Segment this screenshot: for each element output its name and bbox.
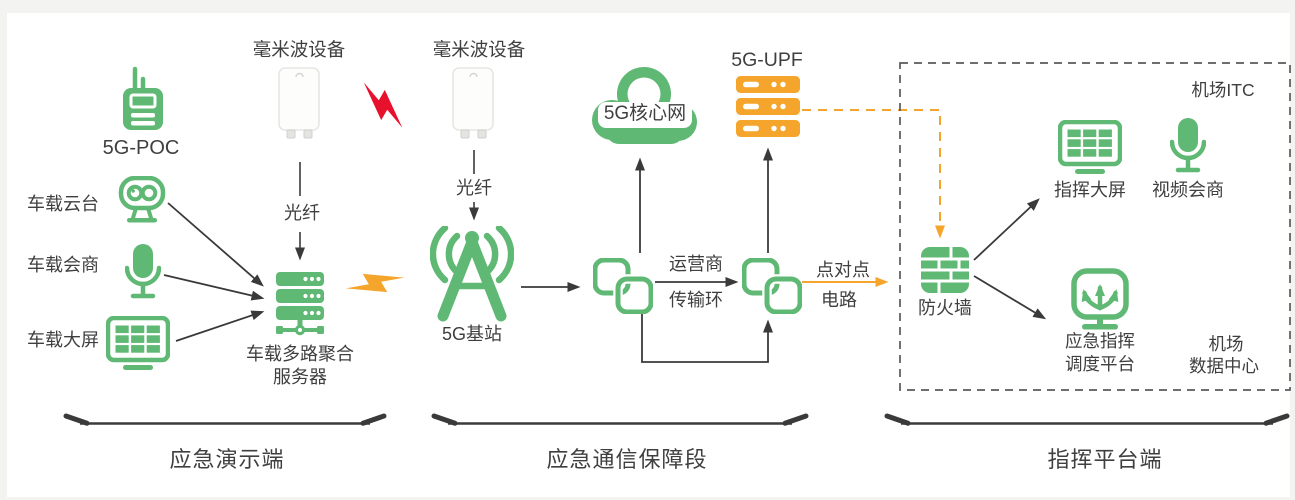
mmwave1-label: 毫米波设备 bbox=[252, 39, 346, 60]
ring-node-icon-1 bbox=[592, 257, 656, 317]
bts-antenna-icon bbox=[429, 224, 515, 322]
conf-label: 车载会商 bbox=[27, 255, 99, 275]
p2p-label-line2: 电路 bbox=[821, 290, 857, 310]
fiber2-label: 光纤 bbox=[456, 178, 492, 198]
arrow-firewall-to-dispatch bbox=[973, 275, 1047, 320]
mmwave2-label: 毫米波设备 bbox=[432, 39, 526, 60]
bigscreen-label: 车载大屏 bbox=[27, 330, 99, 350]
command-screen-icon bbox=[1057, 119, 1123, 176]
wireless-bolt-red bbox=[363, 82, 403, 128]
ring-return-loop bbox=[641, 314, 773, 363]
arrows-vehicle-to-server bbox=[163, 202, 265, 342]
carrier-label-line2: 传输环 bbox=[669, 290, 723, 310]
datacenter-label-line2: 数据中心 bbox=[1189, 356, 1259, 376]
arrow-firewall-to-screen bbox=[973, 198, 1040, 261]
bts-label: 5G基站 bbox=[441, 324, 503, 344]
video-conf-mic-icon bbox=[1169, 116, 1207, 176]
upf-server-icon bbox=[736, 76, 800, 138]
mmwave-unit-icon-1 bbox=[276, 66, 324, 142]
section-bracket-demo bbox=[63, 413, 387, 426]
ring-node-icon-2 bbox=[741, 257, 805, 317]
poc-label: 5G-POC bbox=[102, 137, 180, 159]
ptz-camera-icon bbox=[118, 175, 166, 224]
dashed-upf-to-firewall bbox=[802, 109, 945, 239]
section-command-label: 指挥平台端 bbox=[1047, 447, 1163, 472]
datacenter-label-line1: 机场 bbox=[1208, 334, 1244, 354]
cmdscreen-label: 指挥大屏 bbox=[1054, 180, 1126, 200]
aggregation-server-icon bbox=[276, 272, 324, 338]
ptz-label: 车载云台 bbox=[27, 194, 99, 214]
itc-dashed-box bbox=[899, 62, 1291, 391]
dispatch-platform-icon bbox=[1071, 268, 1129, 332]
dispatch-label-line2: 调度平台 bbox=[1065, 354, 1135, 374]
p2p-label-line1: 点对点 bbox=[816, 260, 870, 280]
core-label: 5G核心网 bbox=[603, 103, 687, 124]
section-demo-label: 应急演示端 bbox=[169, 447, 285, 472]
videoconf-label: 视频会商 bbox=[1152, 180, 1224, 200]
mmwave-unit-icon-2 bbox=[450, 66, 498, 142]
vehicle-screen-icon bbox=[105, 315, 171, 372]
server-label-line1: 车载多路聚合 bbox=[246, 344, 354, 364]
core-cloud-icon bbox=[586, 62, 704, 146]
section-comm-label: 应急通信保障段 bbox=[546, 447, 708, 472]
fiber1-label: 光纤 bbox=[284, 203, 320, 223]
upf-label: 5G-UPF bbox=[731, 49, 803, 71]
firewall-icon bbox=[921, 247, 969, 293]
walkie-talkie-icon bbox=[120, 66, 166, 132]
dispatch-label-line1: 应急指挥 bbox=[1065, 331, 1135, 351]
section-bracket-comm bbox=[431, 413, 809, 426]
firewall-label: 防火墙 bbox=[918, 298, 972, 318]
wireless-bolt-orange bbox=[345, 273, 405, 293]
vehicle-mic-icon bbox=[124, 242, 162, 302]
server-label-line2: 服务器 bbox=[273, 367, 327, 387]
section-bracket-command bbox=[884, 413, 1290, 426]
itc-label: 机场ITC bbox=[1191, 80, 1255, 100]
carrier-label-line1: 运营商 bbox=[669, 254, 723, 274]
